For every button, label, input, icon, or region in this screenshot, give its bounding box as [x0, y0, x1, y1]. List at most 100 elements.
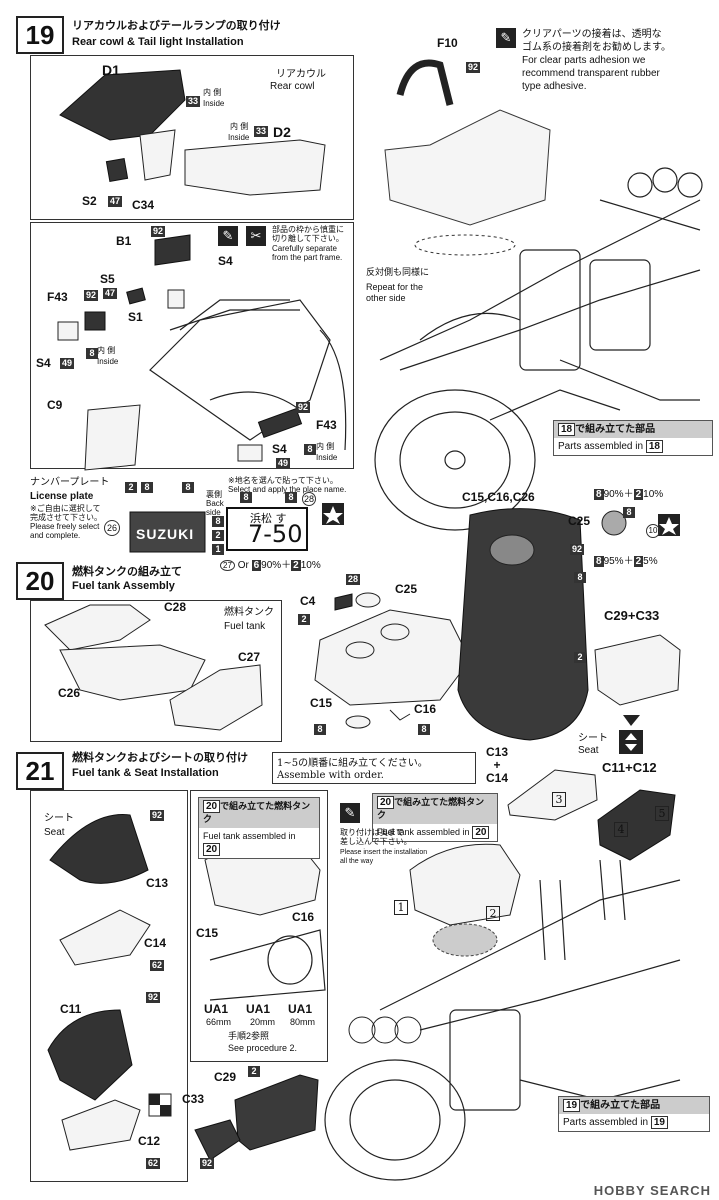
- parts-assembled-18-en-text: Parts assembled in: [558, 441, 644, 452]
- glue-icon: ✎: [496, 28, 516, 48]
- badge-8-h: 8: [314, 724, 326, 735]
- order-1: 1: [394, 900, 408, 915]
- ua1-length-a: 66mm: [206, 1017, 232, 1027]
- badge-8-j: 8: [574, 572, 586, 583]
- inside-a-en: Inside: [203, 99, 225, 108]
- badge-8-i: 8: [418, 724, 430, 735]
- badge-92-g: 92: [146, 992, 161, 1003]
- step-19-subbox-cowl: [30, 55, 354, 220]
- clear-parts-note: クリアパーツの接着は、透明な ゴム系の接着剤をお勧めします。 For clear…: [522, 28, 712, 93]
- step-21-title-jp: 燃料タンクおよびシートの取り付け: [72, 752, 248, 764]
- license-plate-en: License plate: [30, 491, 94, 502]
- label-c4: C4: [300, 594, 316, 608]
- label-c34: C34: [132, 198, 155, 212]
- watermark: HOBBY SEARCH: [593, 1183, 711, 1198]
- seat-label-b-jp: シート: [578, 733, 608, 744]
- badge-92-e: 92: [570, 544, 585, 555]
- seat-label-b-en: Seat: [578, 745, 599, 756]
- badge-2-d: 2: [298, 614, 310, 625]
- badge-2-e: 2: [574, 652, 586, 663]
- label-ua1-a: UA1: [204, 1002, 229, 1016]
- order-2: 2: [486, 906, 500, 921]
- cut-note-en: Carefully separate from the part frame.: [272, 244, 343, 262]
- tank-asm-b-jp-text: で組み立てた燃料タンク: [377, 797, 485, 820]
- parts-assembled-19-en: Parts assembled in 19: [559, 1114, 709, 1131]
- inside-c-en: Inside: [97, 357, 119, 366]
- ua1-length-b: 20mm: [250, 1017, 276, 1027]
- mix1-a: 90%＋: [261, 560, 292, 571]
- badge-19-b: 19: [650, 1116, 668, 1129]
- badge-26-a: 26: [104, 520, 120, 536]
- label-c14: C14: [144, 936, 167, 950]
- part-d1-shape: [59, 69, 186, 141]
- badge-92-a: 92: [466, 62, 481, 73]
- label-f43-a: F43: [47, 290, 68, 304]
- badge-8-c: 8: [141, 482, 153, 493]
- badge-8-d: 8: [182, 482, 194, 493]
- label-c12: C12: [138, 1134, 161, 1148]
- mix-a-2: 10%: [643, 489, 664, 500]
- label-s4-c: S4: [272, 442, 287, 456]
- inside-a-jp: 内 側: [203, 88, 222, 97]
- mix-b-1: 95%＋: [603, 556, 634, 567]
- glue-icon-3: ✎: [340, 803, 360, 823]
- plate-top-text: 浜松 す: [250, 512, 287, 525]
- ref-procedure-jp: 手順2参照: [228, 1031, 270, 1041]
- order-note-jp: 1~5の順番に組み立てください。: [277, 758, 428, 769]
- clear-parts-note-jp: クリアパーツの接着は、透明な ゴム系の接着剤をお勧めします。: [522, 29, 671, 53]
- badge-20-a: 20: [203, 800, 221, 813]
- badge-62-b: 62: [146, 1158, 161, 1169]
- badge-20-c: 20: [377, 796, 395, 809]
- badge-18-a: 18: [558, 423, 576, 436]
- badge-33-a: 33: [186, 96, 201, 107]
- badge-6: 6: [251, 560, 262, 571]
- insert-note-jp: 取り付けは奥まで 差し込んで下さい。: [340, 828, 412, 846]
- license-plate-jp: ナンバープレート: [30, 477, 110, 488]
- step-21-tank-subbox: [190, 790, 328, 1062]
- pa19-en-text: Parts assembled in: [563, 1117, 649, 1128]
- badge-92-d: 92: [296, 402, 311, 413]
- step-19-title-jp: リアカウルおよびテールランプの取り付け: [72, 20, 281, 32]
- mix-a-1: 90%＋: [603, 489, 634, 500]
- license-note-jp: ※ご自由に選択して 完成させて下さい。: [30, 504, 102, 522]
- label-c25-a: C25: [395, 582, 418, 596]
- badge-28-a: 28: [302, 492, 316, 506]
- back-side-label: 裏側 Back side: [206, 490, 224, 517]
- tank-assembled-20-a-en: Fuel tank assembled in 20: [199, 828, 319, 858]
- mix-b-2: 5%: [643, 556, 658, 567]
- badge-92-b: 92: [151, 226, 166, 237]
- label-c27: C27: [238, 650, 261, 664]
- label-ua1-b: UA1: [246, 1002, 271, 1016]
- badge-8-b: 8: [304, 444, 316, 455]
- inside-d-jp: 内 側: [316, 442, 335, 451]
- badge-20-d: 20: [472, 826, 490, 839]
- step-20-subbox: [30, 600, 282, 742]
- order-note-en: Assemble with order.: [277, 770, 384, 781]
- label-c28: C28: [164, 600, 187, 614]
- badge-47-a: 47: [108, 196, 123, 207]
- badge-92-h: 92: [200, 1158, 215, 1169]
- label-c9: C9: [47, 398, 63, 412]
- order-3: 3: [552, 792, 566, 807]
- inside-c-jp: 内 側: [97, 346, 116, 355]
- assembly-order-note: 1~5の順番に組み立てください。 Assemble with order.: [272, 752, 476, 784]
- badge-2-c: 2: [291, 560, 301, 571]
- label-d2: D2: [273, 124, 291, 140]
- step-20-number: 20: [16, 562, 64, 600]
- badge-2-b: 2: [212, 530, 224, 541]
- badge-2-f: 2: [633, 489, 644, 500]
- inside-b-en: Inside: [228, 133, 250, 142]
- label-c16-b: C16: [292, 910, 315, 924]
- label-c11: C11: [60, 1002, 82, 1016]
- badge-49-b: 49: [276, 458, 291, 469]
- label-s1: S1: [128, 310, 143, 324]
- label-c25-b: C25: [568, 514, 591, 528]
- tank-asm-a-jp-text: で組み立てた燃料タンク: [203, 801, 311, 824]
- tank-asm-a-en-text: Fuel tank assembled in: [203, 831, 296, 841]
